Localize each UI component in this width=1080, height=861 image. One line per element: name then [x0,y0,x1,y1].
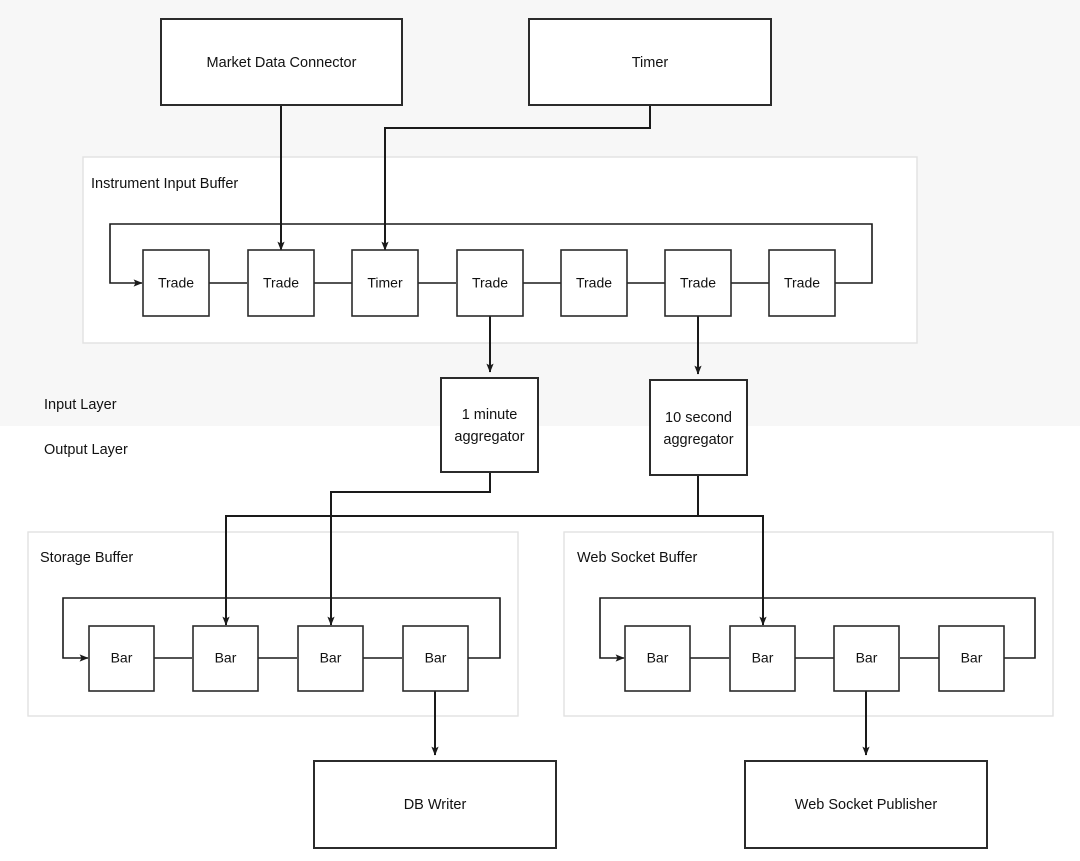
instrument-input-buffer-label: Instrument Input Buffer [91,176,238,192]
input-cell-box-2[interactable] [247,249,315,317]
storage-buffer-cell[interactable]: Bar [297,625,364,692]
web-socket-buffer-cell[interactable]: Bar [938,625,1005,692]
node-timer[interactable]: Timer [528,18,772,106]
web-socket-buffer-cell[interactable]: Bar [729,625,796,692]
storage-cell-label-3: Bar [320,650,342,666]
input-cell-box-4[interactable] [456,249,524,317]
db-writer-box[interactable] [313,760,557,849]
web-socket-buffer-cell[interactable]: Bar [624,625,691,692]
web-socket-buffer-cells: Bar Bar Bar Bar [624,625,1005,692]
web-socket-cell-label-2: Bar [752,650,774,666]
storage-buffer-cell[interactable]: Bar [88,625,155,692]
node-db-writer[interactable]: DB Writer [313,760,557,849]
web-socket-cell-label-1: Bar [647,650,669,666]
input-cell-label-4: Trade [472,275,508,291]
link-storage-buffer-loopback [62,597,501,662]
output-layer-label: Output Layer [44,442,128,458]
input-cell-label-5: Trade [576,275,612,291]
market-data-connector-label: Market Data Connector [207,55,357,71]
instrument-input-buffer-cells: Trade Trade Timer Trade Trade Trade [142,249,836,317]
storage-cell-label-4: Bar [425,650,447,666]
storage-cell-box-3[interactable] [297,625,364,692]
timer-box[interactable] [528,18,772,106]
web-socket-cell-box-2[interactable] [729,625,796,692]
web-socket-buffer-cell[interactable]: Bar [833,625,900,692]
one-minute-aggregator-box[interactable] [440,377,539,473]
storage-buffer-label: Storage Buffer [40,550,133,566]
input-buffer-cell[interactable]: Trade [456,249,524,317]
input-layer-label: Input Layer [44,397,117,413]
link-ten-second-aggregator-to-web-socket [698,515,767,626]
one-minute-aggregator-label-line2: aggregator [454,429,524,445]
input-buffer-cell[interactable]: Trade [560,249,628,317]
input-cell-label-1: Trade [158,275,194,291]
input-buffer-cell[interactable]: Trade [247,249,315,317]
input-cell-box-1[interactable] [142,249,210,317]
one-minute-aggregator-label-line1: 1 minute [462,407,518,423]
storage-cell-label-1: Bar [111,650,133,666]
input-cell-box-5[interactable] [560,249,628,317]
web-socket-cell-label-4: Bar [961,650,983,666]
node-market-data-connector[interactable]: Market Data Connector [160,18,403,106]
timer-label: Timer [632,55,669,71]
input-buffer-cell[interactable]: Timer [351,249,419,317]
input-cell-box-3[interactable] [351,249,419,317]
input-cell-label-3: Timer [367,275,403,291]
market-data-connector-box[interactable] [160,18,403,106]
link-input-buffer-loopback [109,223,873,287]
web-socket-buffer-label: Web Socket Buffer [577,550,698,566]
web-socket-publisher-box[interactable] [744,760,988,849]
web-socket-publisher-label: Web Socket Publisher [795,797,938,813]
ten-second-aggregator-label-line2: aggregator [663,432,733,448]
link-ten-second-aggregator-to-storage [222,515,698,626]
input-cell-label-2: Trade [263,275,299,291]
db-writer-label: DB Writer [404,797,467,813]
storage-cell-label-2: Bar [215,650,237,666]
node-ten-second-aggregator[interactable]: 10 second aggregator [649,379,748,476]
web-socket-cell-label-3: Bar [856,650,878,666]
input-cell-box-7[interactable] [768,249,836,317]
storage-buffer-cell[interactable]: Bar [402,625,469,692]
node-web-socket-publisher[interactable]: Web Socket Publisher [744,760,988,849]
storage-cell-box-2[interactable] [192,625,259,692]
input-buffer-cell[interactable]: Trade [142,249,210,317]
web-socket-cell-box-1[interactable] [624,625,691,692]
web-socket-cell-box-4[interactable] [938,625,1005,692]
storage-buffer-cell[interactable]: Bar [192,625,259,692]
storage-buffer-cells: Bar Bar Bar Bar [88,625,469,692]
input-cell-label-6: Trade [680,275,716,291]
storage-cell-box-4[interactable] [402,625,469,692]
input-buffer-cell[interactable]: Trade [664,249,732,317]
web-socket-cell-box-3[interactable] [833,625,900,692]
input-buffer-cell[interactable]: Trade [768,249,836,317]
input-cell-label-7: Trade [784,275,820,291]
link-one-minute-aggregator-to-storage [327,472,491,626]
link-timer-to-buffer [381,105,651,251]
link-web-socket-buffer-loopback [599,597,1036,662]
ten-second-aggregator-label-line1: 10 second [665,410,732,426]
input-cell-box-6[interactable] [664,249,732,317]
storage-cell-box-1[interactable] [88,625,155,692]
node-one-minute-aggregator[interactable]: 1 minute aggregator [440,377,539,473]
ten-second-aggregator-box[interactable] [649,379,748,476]
